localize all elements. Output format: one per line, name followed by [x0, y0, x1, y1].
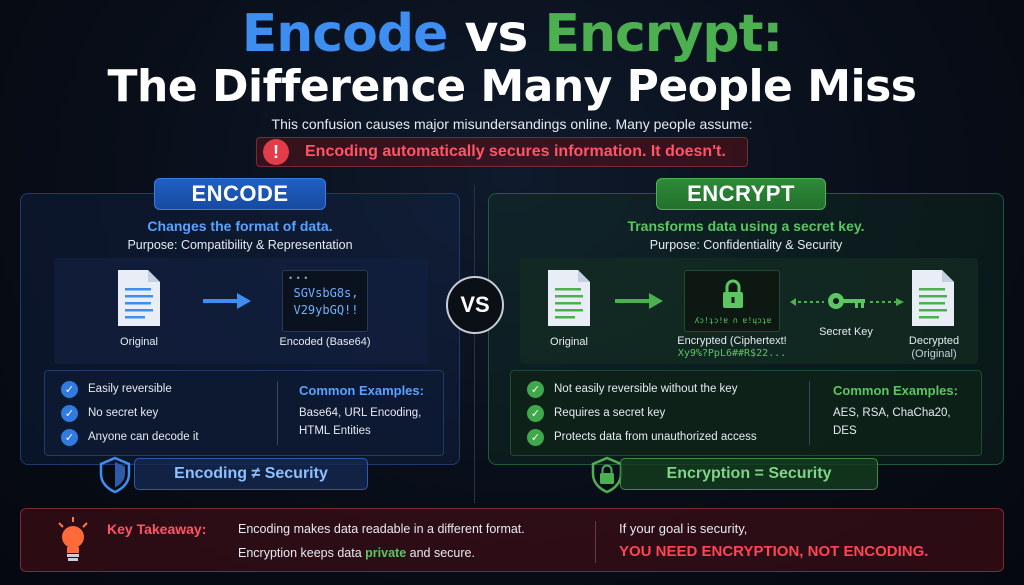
encoded-text: SGVsbG8s, V29ybGQ!! — [287, 285, 365, 319]
arrow-right-icon — [615, 293, 663, 309]
encrypt-examples-body: AES, RSA, ChaCha20, DES — [833, 407, 951, 437]
takeaway-goal: If your goal is security, — [619, 521, 748, 536]
list-item: ✓Protects data from unauthorized access — [527, 425, 757, 449]
check-icon: ✓ — [61, 380, 78, 398]
encryption-is-security-badge: Encryption = Security — [620, 458, 878, 490]
misconception-banner: ! Encoding automatically secures informa… — [256, 137, 748, 167]
arrow-right-icon — [203, 293, 251, 309]
check-icon: ✓ — [61, 428, 78, 446]
document-icon — [118, 270, 160, 326]
list-item: ✓Not easily reversible without the key — [527, 377, 757, 401]
ciphertext-preview: ʎɔ!ʇɔ!ɐ ∩ ɐ!ɥɔʇɐ — [694, 316, 772, 325]
title-word-encrypt: Encrypt: — [544, 4, 783, 64]
center-divider — [474, 185, 475, 503]
encoding-not-security-badge: Encoding ≠ Security — [134, 458, 368, 490]
encoded-line-1: SGVsbG8s, — [293, 286, 359, 300]
encode-examples-body: Base64, URL Encoding, HTML Entities — [299, 407, 422, 437]
lightbulb-icon — [58, 517, 88, 561]
encode-properties: ✓Easily reversible ✓No secret key ✓Anyon… — [44, 370, 444, 456]
padlock-shield-icon — [591, 456, 623, 494]
key-exchange-graphic — [790, 298, 904, 306]
takeaway-conclusion: YOU NEED ENCRYPTION, NOT ENCODING. — [619, 543, 929, 560]
secret-key-label: Secret Key — [819, 326, 873, 338]
encode-examples-title: Common Examples: — [299, 383, 424, 398]
page-title: Encode vs Encrypt: — [0, 4, 1024, 64]
encrypt-purpose: Purpose: Confidentiality & Security — [649, 238, 843, 252]
encode-heading: Changes the format of data. — [147, 218, 333, 234]
key-takeaway-box: Key Takeaway: Encoding makes data readab… — [20, 508, 1004, 572]
lock-icon — [723, 279, 743, 308]
encrypted-label: Encrypted (Ciphertext! — [677, 335, 787, 347]
encrypt-check-list: ✓Not easily reversible without the key ✓… — [527, 377, 757, 449]
takeaway-title: Key Takeaway: — [107, 521, 207, 537]
encrypted-sample: Xy9%?PpL6##R$22... — [677, 348, 787, 359]
encode-purpose: Purpose: Compatibility & Representation — [127, 238, 353, 252]
list-item: ✓Requires a secret key — [527, 401, 757, 425]
encode-separator — [277, 381, 278, 445]
encrypt-examples-title: Common Examples: — [833, 383, 958, 398]
misconception-text: Encoding automatically secures informati… — [305, 143, 726, 160]
decrypted-label: Decrypted — [908, 335, 960, 347]
encoded-line-2: V29ybGQ!! — [293, 303, 359, 317]
shield-icon — [99, 456, 131, 494]
list-item: ✓Easily reversible — [61, 377, 199, 401]
check-icon: ✓ — [527, 428, 544, 446]
check-icon: ✓ — [61, 404, 78, 422]
key-icon — [828, 293, 865, 309]
check-icon: ✓ — [527, 404, 544, 422]
encode-examples: Common Examples: Base64, URL Encoding, H… — [299, 383, 424, 440]
window-dots: • • • — [289, 273, 309, 283]
encrypt-properties: ✓Not easily reversible without the key ✓… — [510, 370, 982, 456]
encode-check-list: ✓Easily reversible ✓No secret key ✓Anyon… — [61, 377, 199, 449]
exclamation-icon: ! — [263, 139, 289, 165]
page-subtitle-heading: The Difference Many People Miss — [107, 61, 917, 112]
decrypted-sublabel: (Original) — [911, 348, 957, 360]
ciphertext-box: ʎɔ!ʇɔ!ɐ ∩ ɐ!ɥɔʇɐ — [684, 270, 780, 332]
takeaway-line-2: Encryption keeps data private and secure… — [238, 546, 475, 560]
takeaway-separator — [595, 521, 596, 563]
encrypt-examples: Common Examples: AES, RSA, ChaCha20, DES — [833, 383, 958, 440]
title-word-vs: vs — [464, 4, 528, 64]
check-icon: ✓ — [527, 380, 544, 398]
document-icon — [548, 270, 590, 326]
list-item: ✓Anyone can decode it — [61, 425, 199, 449]
list-item: ✓No secret key — [61, 401, 199, 425]
encrypt-separator — [809, 381, 810, 445]
encoded-output-box: • • • SGVsbG8s, V29ybGQ!! — [282, 270, 368, 332]
encode-flow — [54, 258, 428, 364]
vs-badge: VS — [446, 276, 504, 334]
encode-pill: ENCODE — [154, 178, 326, 210]
encrypt-heading: Transforms data using a secret key. — [627, 218, 865, 234]
encoded-label: Encoded (Base64) — [279, 336, 371, 348]
encrypt-pill: ENCRYPT — [656, 178, 826, 210]
title-word-encode: Encode — [241, 4, 449, 64]
encrypt-original-label: Original — [550, 336, 588, 348]
intro-text: This confusion causes major misundersand… — [271, 116, 753, 132]
encode-original-label: Original — [120, 336, 158, 348]
document-icon — [912, 270, 954, 326]
takeaway-line-1: Encoding makes data readable in a differ… — [238, 522, 525, 536]
